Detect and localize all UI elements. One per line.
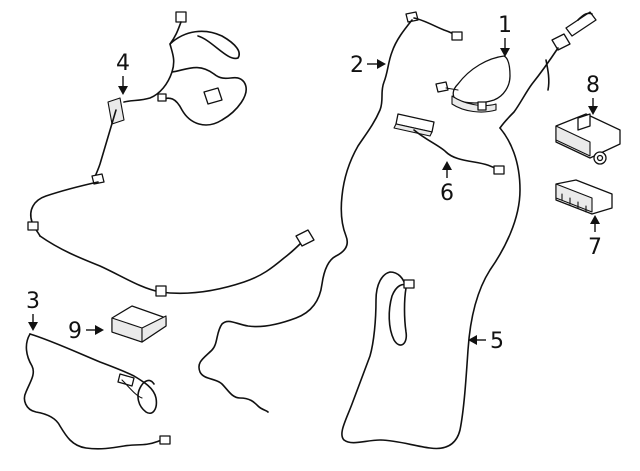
antenna-part-1 [435,55,511,113]
callout-3: 3 [26,289,40,331]
callout-number: 7 [588,235,602,260]
callout-2: 2 [350,53,386,78]
callout-number: 1 [498,13,512,38]
callout-6: 6 [440,161,454,206]
module-part-9 [111,305,167,343]
cable-part-6 [393,113,505,175]
harness-part-3 [23,333,171,450]
module-part-7 [555,179,613,215]
callout-5: 5 [468,329,504,354]
callout-number: 4 [116,51,130,76]
callout-8: 8 [586,73,600,115]
callout-number: 3 [26,289,40,314]
callout-7: 7 [588,215,602,260]
module-part-8 [555,113,621,165]
callout-4: 4 [116,51,130,95]
harness-part-4 [27,11,315,297]
callout-number: 8 [586,73,600,98]
callout-number: 9 [68,319,82,344]
callout-number: 2 [350,53,364,78]
cable-part-5 [341,11,597,450]
callout-9: 9 [68,319,104,344]
callout-number: 6 [440,181,454,206]
harness-part-2 [198,11,463,413]
callout-1: 1 [498,13,512,57]
callout-number: 5 [490,329,504,354]
